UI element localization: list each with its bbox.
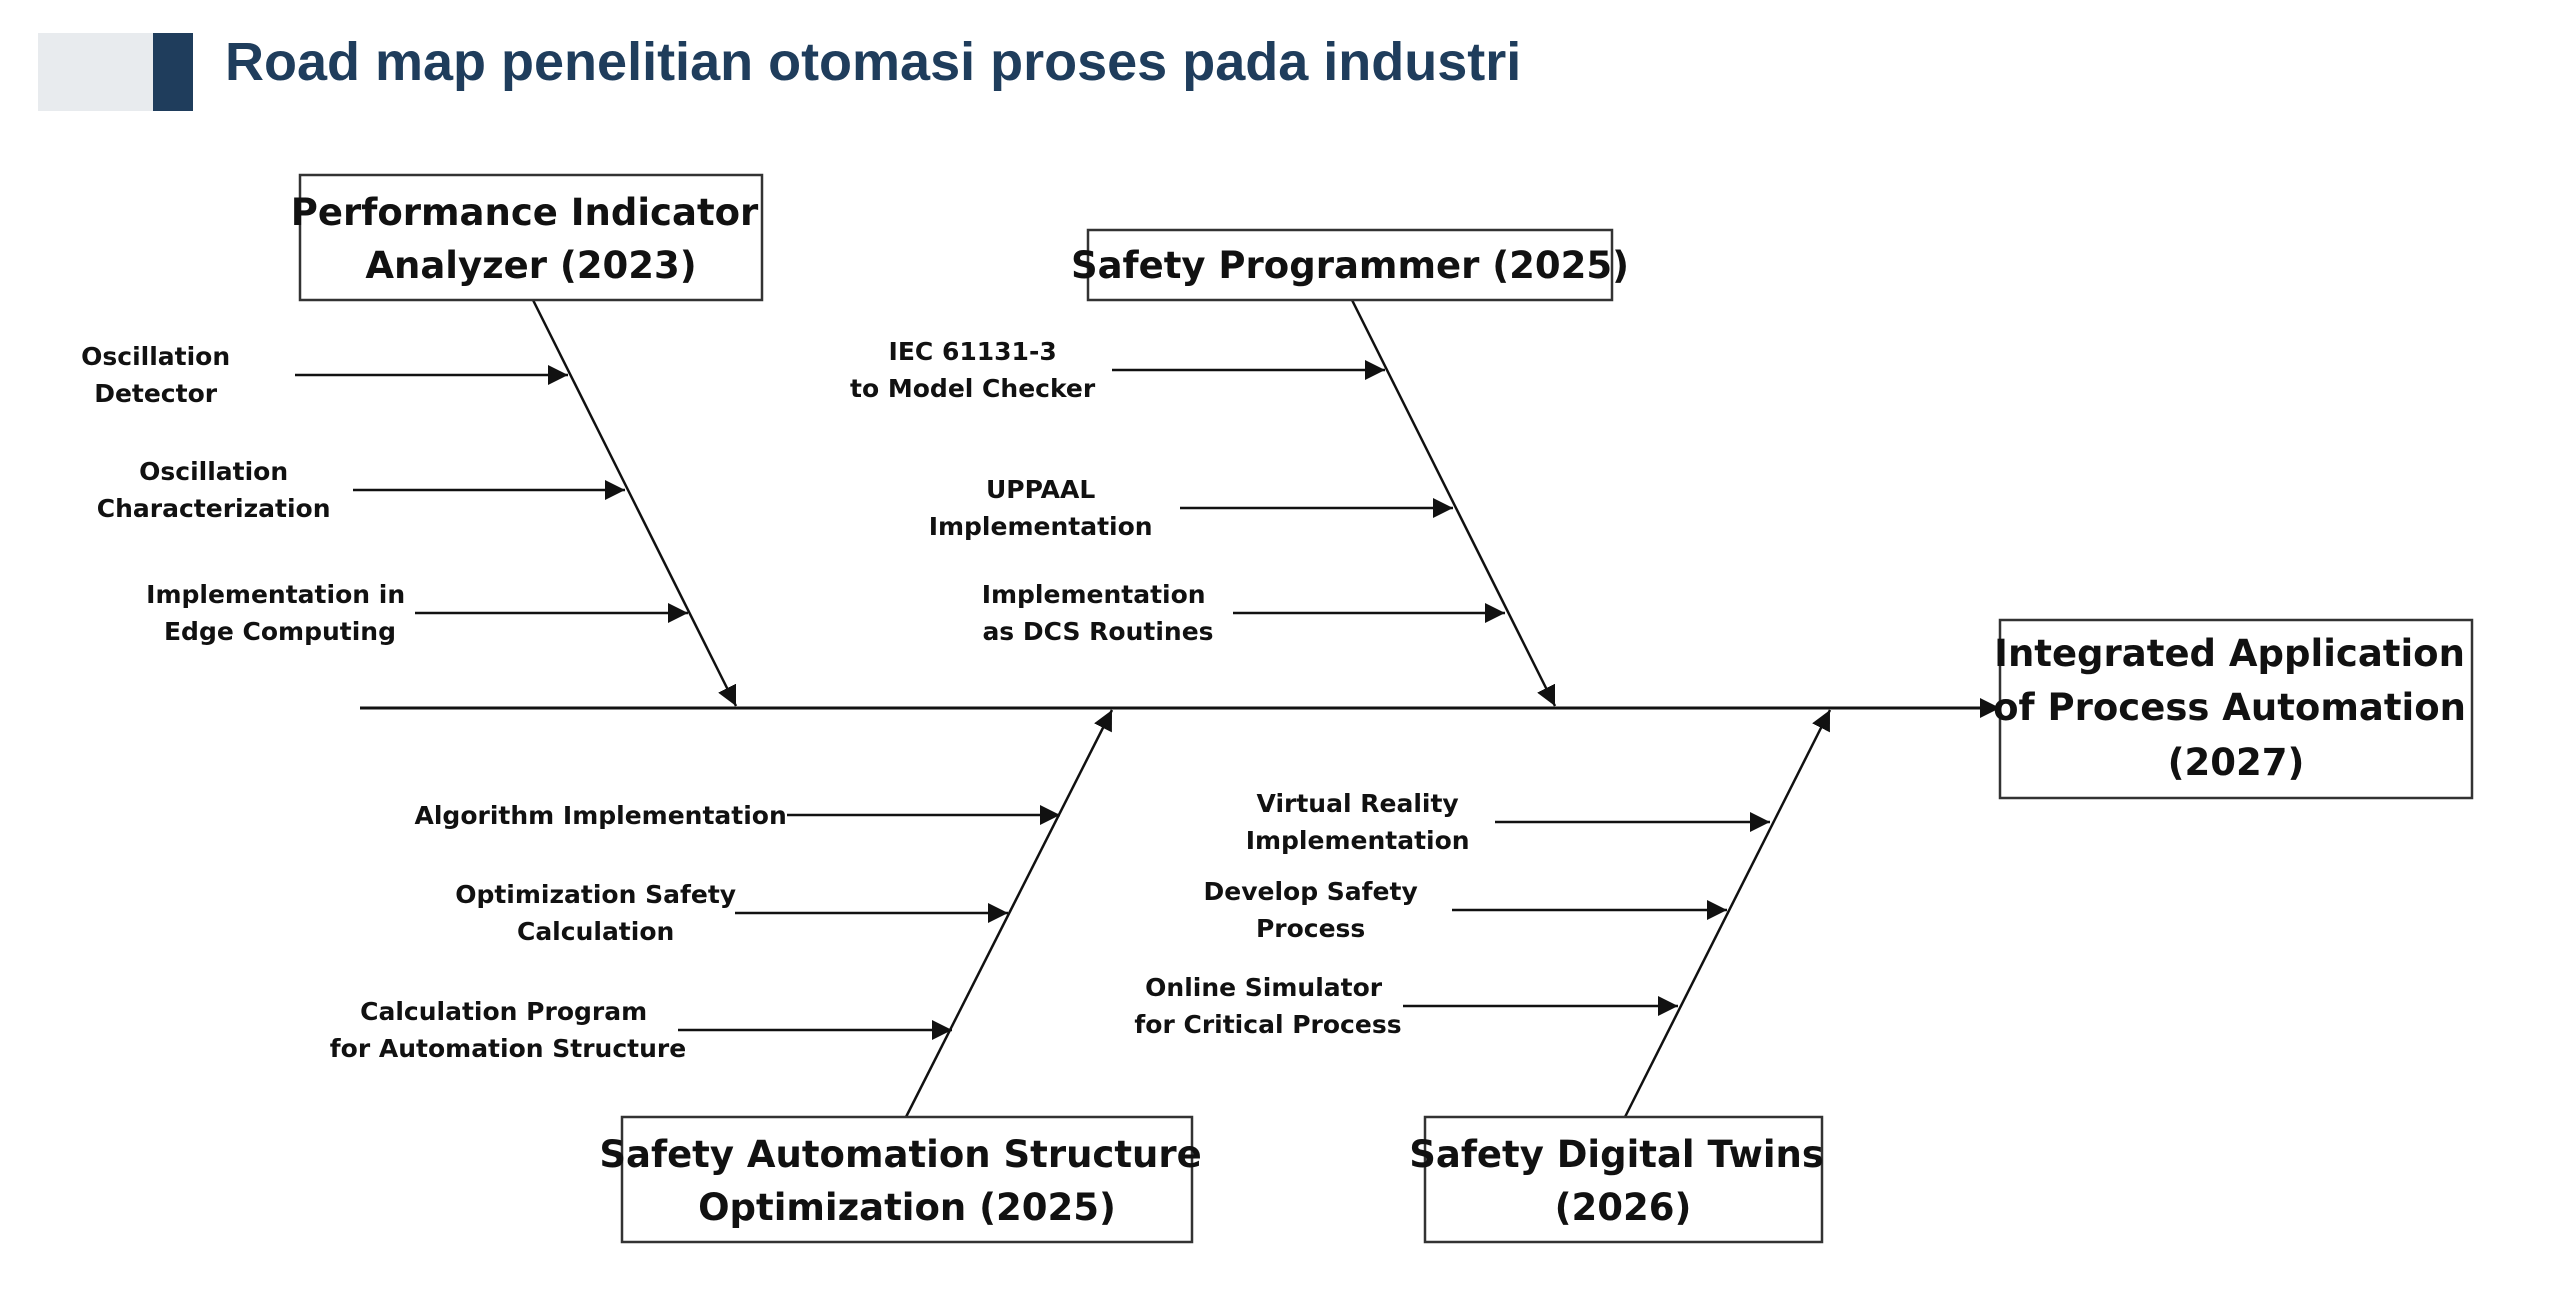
cause-label: Implementation	[982, 580, 1206, 609]
cause-label: Implementation	[929, 512, 1153, 541]
cause-label: Oscillation	[81, 342, 230, 371]
cause-label: Implementation in	[146, 580, 405, 609]
effect-line-1: Integrated Application	[1994, 632, 2465, 675]
category-line: Performance Indicator	[291, 191, 759, 234]
page-title: Road map penelitian otomasi proses pada …	[225, 32, 1522, 92]
svg-text:Safety Programmer (2025): Safety Programmer (2025)	[1071, 244, 1629, 287]
svg-text:IEC 61131-3 to Model Check: IEC 61131-3 to Model Checker UPPAAL Impl…	[850, 337, 1214, 646]
effect-line-3: (2027)	[2168, 741, 2305, 784]
cause-label: IEC 61131-3	[889, 337, 1057, 366]
bone-safety-automation-structure	[904, 709, 1114, 1118]
effect-box: Integrated Application of Process Automa…	[1993, 618, 2479, 800]
cause-label: Virtual Reality	[1257, 789, 1459, 818]
cause-label: Implementation	[1246, 826, 1470, 855]
cause-label: Optimization Safety	[455, 880, 736, 909]
svg-text:Integrated Application: Integrated Application of Process Automa…	[1993, 632, 2479, 784]
category-line: Safety Programmer (2025)	[1071, 244, 1629, 287]
cause-label: Algorithm Implementation	[415, 801, 787, 830]
cause-label: for Automation Structure	[330, 1034, 686, 1063]
cause-label: Online Simulator	[1145, 973, 1383, 1002]
cause-label: Detector	[94, 379, 218, 408]
svg-text:Oscillation Detector O: Oscillation Detector Oscillation Charact…	[81, 342, 414, 646]
svg-text:Virtual Reality Implementa: Virtual Reality Implementation Develop S…	[1134, 789, 1478, 1039]
category-frame	[1086, 228, 1614, 302]
category-line: (2026)	[1555, 1186, 1692, 1229]
category-box-safety-automation-structure: Safety Automation Structure Optimization…	[599, 1115, 1214, 1244]
category-frame	[620, 1115, 1194, 1244]
svg-text:Safety Digital Twins (20: Safety Digital Twins (2026)	[1409, 1133, 1837, 1229]
category-line: Analyzer (2023)	[365, 244, 696, 287]
effect-frame	[1998, 618, 2474, 800]
bone-performance-indicator	[531, 299, 738, 707]
title-accent-light	[38, 33, 153, 111]
cause-label: Develop Safety	[1204, 877, 1418, 906]
svg-text:Algorithm Implementation O: Algorithm Implementation Optimization Sa…	[330, 801, 796, 1063]
category-frame	[1423, 1115, 1824, 1244]
effect-line-2: of Process Automation	[1993, 686, 2466, 729]
category-line: Safety Automation Structure	[599, 1133, 1201, 1176]
cause-label: for Critical Process	[1134, 1010, 1401, 1039]
cause-label: Characterization	[97, 494, 331, 523]
category-line: Optimization (2025)	[698, 1186, 1116, 1229]
cause-label: as DCS Routines	[982, 617, 1213, 646]
bone-safety-programmer	[1350, 299, 1557, 707]
cause-label: Calculation	[517, 917, 674, 946]
category-frame	[298, 173, 764, 302]
cause-label: Edge Computing	[164, 617, 396, 646]
cause-label: Oscillation	[139, 457, 288, 486]
cause-label: Process	[1256, 914, 1365, 943]
category-line: Safety Digital Twins	[1409, 1133, 1824, 1176]
title-accent-bar	[153, 33, 193, 111]
svg-text:Safety Automation Structure: Safety Automation Structure Optimization…	[599, 1133, 1214, 1229]
cause-label: UPPAAL	[986, 475, 1095, 504]
cause-label: to Model Checker	[850, 374, 1096, 403]
svg-text:Performance Indicator An: Performance Indicator Analyzer (2023)	[291, 191, 771, 287]
cause-label: Calculation Program	[360, 997, 647, 1026]
category-box-performance-indicator: Performance Indicator Analyzer (2023)	[291, 173, 771, 302]
category-box-safety-programmer: Safety Programmer (2025)	[1071, 228, 1629, 302]
bone-safety-digital-twins	[1623, 709, 1832, 1118]
category-box-safety-digital-twins: Safety Digital Twins (2026)	[1409, 1115, 1837, 1244]
